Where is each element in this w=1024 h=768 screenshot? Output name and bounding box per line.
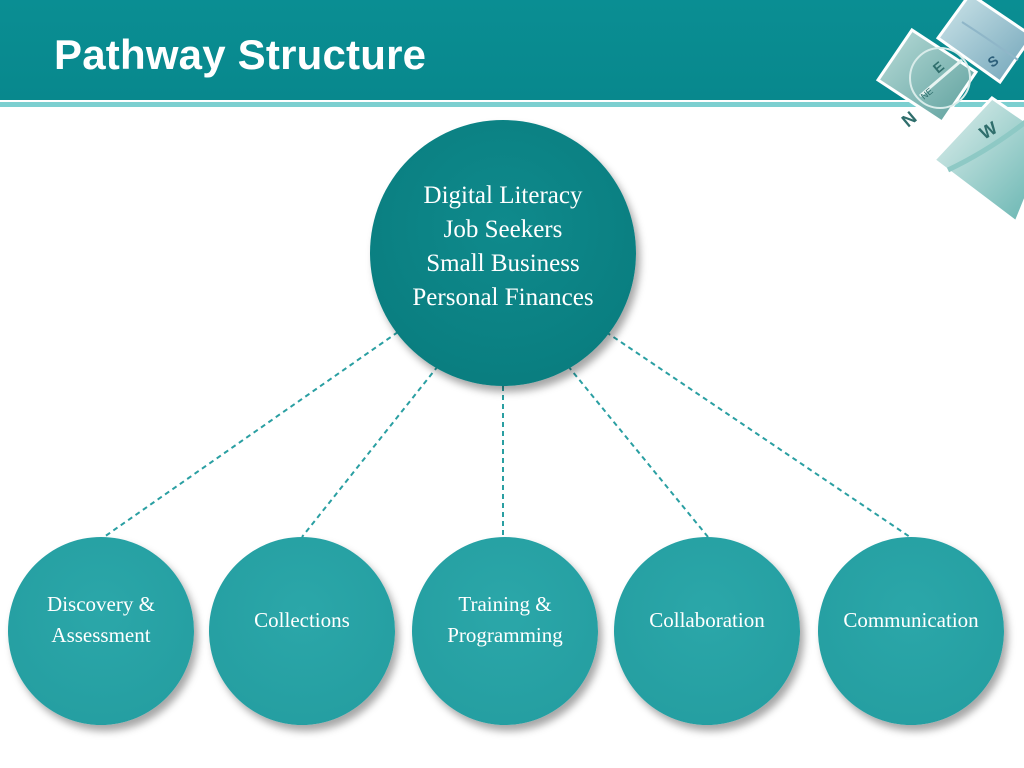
compass-icon: S N NE E W xyxy=(875,0,1024,225)
node-label: Training & Programming xyxy=(447,592,563,647)
hub-topic-list: Digital Literacy Job Seekers Small Busin… xyxy=(412,179,593,315)
compass-tile-bottom: W xyxy=(931,96,1024,225)
node-collections: Collections xyxy=(209,537,395,725)
node-label: Collaboration xyxy=(649,607,765,632)
connector-line xyxy=(103,331,399,538)
hub-topic: Digital Literacy xyxy=(423,182,583,209)
node-communication: Communication xyxy=(818,537,1004,725)
connector-line xyxy=(605,331,911,538)
node-label: Collections xyxy=(254,607,350,632)
page-title: Pathway Structure xyxy=(54,31,427,78)
node-collaboration: Collaboration xyxy=(614,537,800,725)
connector-line xyxy=(567,365,709,538)
node-discovery-assessment: Discovery & Assessment xyxy=(8,537,194,725)
compass-tile-top: S xyxy=(935,0,1024,85)
header-divider xyxy=(0,102,1024,107)
hub-circle: Digital Literacy Job Seekers Small Busin… xyxy=(370,120,636,386)
connector-line xyxy=(301,365,439,538)
hub-topic: Job Seekers xyxy=(443,216,563,243)
header-band xyxy=(0,0,1024,100)
node-label: Discovery & Assessment xyxy=(47,592,155,647)
hub-topic: Personal Finances xyxy=(412,284,594,311)
node-label: Communication xyxy=(843,607,979,632)
node-training-programming: Training & Programming xyxy=(412,537,598,725)
hub-topic: Small Business xyxy=(426,250,580,277)
